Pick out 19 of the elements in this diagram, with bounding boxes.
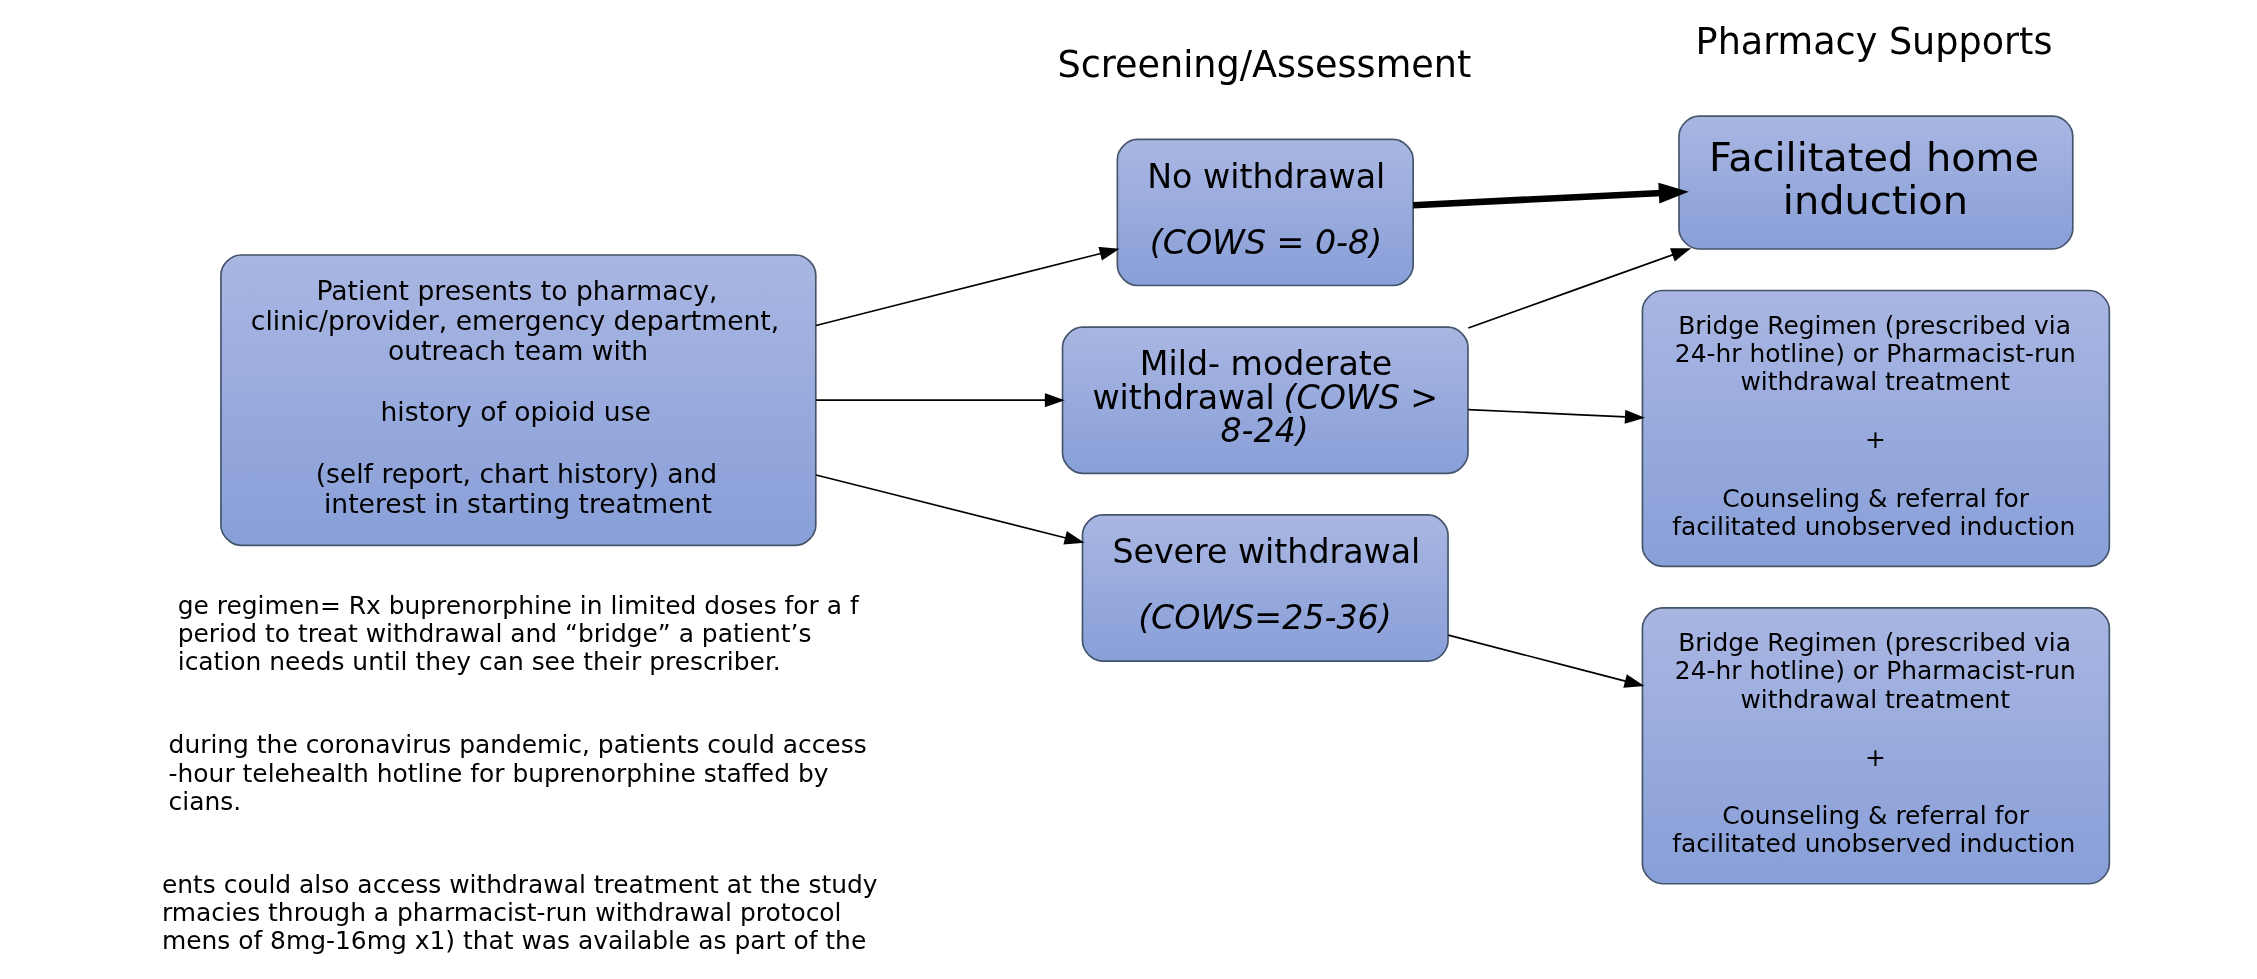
node-box: Facilitated home induction xyxy=(1677,115,2074,250)
node-box: Severe withdrawal (COWS=25-36) xyxy=(1081,514,1449,662)
arrow xyxy=(1447,634,1644,688)
label: during the coronavirus pandemic, patients could access -hour telehealth hotline for buprenorphine staffed by cians. xyxy=(168,730,867,816)
label: Screening/Assessment xyxy=(1057,43,1471,87)
arrow xyxy=(1466,408,1645,424)
arrow xyxy=(814,474,1084,545)
node-box: No withdrawal (COWS = 0-8) xyxy=(1116,138,1414,287)
node-box: Bridge Regimen (prescribed via 24-hr hotline) or Pharmacist-run withdrawal treatment + Counseling & referral for facilitated unobserved induction xyxy=(1641,289,2110,568)
arrow xyxy=(1412,182,1689,209)
label: Pharmacy Supports xyxy=(1695,19,2052,63)
label: ents could also access withdrawal treatment at the study rmacies through a pharmacist-run withdrawal protocol mens of 8mg-16mg x1) that was available as part of the xyxy=(161,869,878,956)
node-box: Mild- moderate withdrawal (COWS > 8-24) xyxy=(1061,326,1469,475)
label: ge regimen= Rx buprenorphine in limited doses for a f period to treat withdrawal and “bridge” a patient’s ication needs until they can see their prescriber. xyxy=(177,590,859,677)
arrow xyxy=(1466,248,1691,329)
node-box: Bridge Regimen (prescribed via 24-hr hotline) or Pharmacist-run withdrawal treatment + Counseling & referral for facilitated unobserved induction xyxy=(1641,607,2110,885)
arrow xyxy=(814,393,1065,408)
node-box: Patient presents to pharmacy, clinic/provider, emergency department, outreach team with history of opioid use (self report, chart history) and interest in starting treatment xyxy=(219,254,817,547)
arrow xyxy=(814,246,1119,327)
